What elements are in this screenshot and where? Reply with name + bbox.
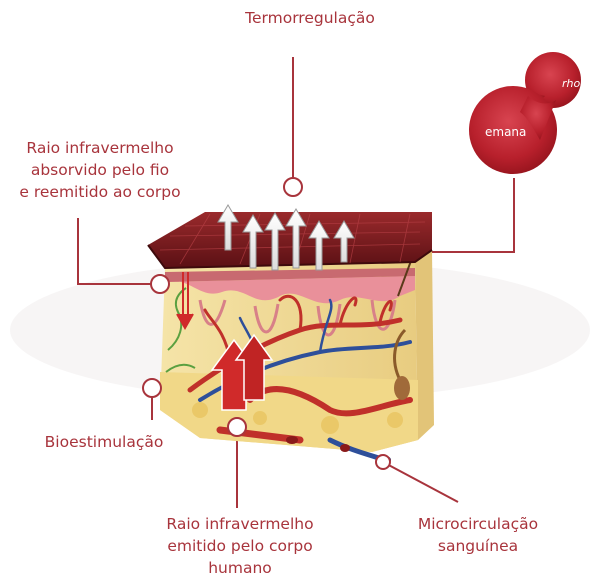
emission-arrows [217,204,355,271]
label-thermoregulation: Termorregulação [245,9,375,27]
logo-brand: rhodia [562,77,597,90]
logo-product: emana [485,125,526,139]
absorbed-arrow [176,272,194,331]
connector-lines [77,57,515,508]
label-biostimulation: Bioestimulação [44,433,164,451]
label-infrared-emitted: Raio infravermelho emitido pelo corpo hu… [166,515,314,577]
label-microcirculation: Microcirculação sanguínea [417,515,539,555]
emana-logo: rhodia emana [469,52,597,174]
skin-block [160,249,434,464]
label-infrared-absorbed: Raio infravermelho absorvido pelo fio e … [19,139,181,201]
connector-dots [142,177,391,470]
body-emission-arrows [210,333,274,411]
